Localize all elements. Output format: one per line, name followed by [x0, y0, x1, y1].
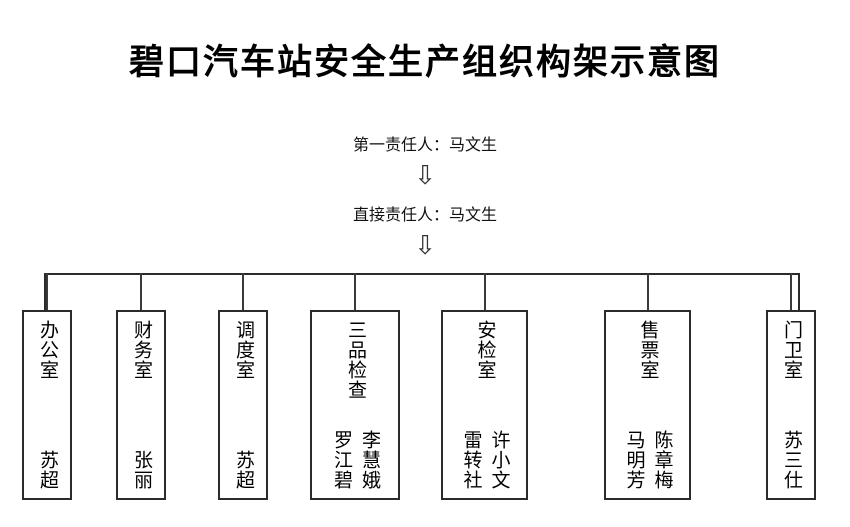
connector-drop-2: [140, 273, 142, 311]
department-box-6[interactable]: 售票室陈章梅马明芳: [604, 310, 691, 500]
connector-left-end: [44, 273, 46, 311]
connector-drop-6: [646, 273, 649, 311]
department-name: 门卫室: [768, 320, 814, 380]
staff-name: 苏三仕: [780, 430, 803, 490]
staff-name: 李慧娥: [358, 430, 381, 490]
department-name-text: 办公室: [36, 320, 59, 380]
staff-name: 苏超: [36, 450, 59, 490]
connector-right-end: [798, 273, 800, 311]
staff-name: 苏超: [232, 450, 255, 490]
department-box-3[interactable]: 调度室苏超: [218, 310, 268, 500]
department-name-text: 三品检查: [344, 320, 367, 400]
connector-drop-7: [790, 273, 792, 311]
department-box-4[interactable]: 三品检查李慧娥罗江碧: [310, 310, 400, 500]
department-box-7[interactable]: 门卫室苏三仕: [766, 310, 816, 500]
department-name-text: 安检室: [474, 320, 497, 380]
staff-list: 陈章梅马明芳: [606, 430, 689, 490]
department-name: 调度室: [220, 320, 266, 380]
department-name: 办公室: [24, 320, 70, 380]
staff-list: 李慧娥罗江碧: [312, 430, 398, 490]
connector-drop-1: [46, 273, 48, 311]
staff-list: 苏超: [220, 450, 266, 490]
arrow-down-icon: ⇩: [414, 231, 436, 261]
staff-list: 张丽: [118, 450, 164, 490]
department-name: 财务室: [118, 320, 164, 380]
department-name: 安检室: [443, 320, 526, 380]
department-name-text: 财务室: [130, 320, 153, 380]
department-name-text: 售票室: [637, 320, 660, 380]
staff-name: 马明芳: [623, 430, 646, 490]
connector-drop-4: [354, 273, 356, 311]
staff-list: 许小文雷转社: [443, 430, 526, 490]
department-box-2[interactable]: 财务室张丽: [116, 310, 166, 500]
staff-name: 罗江碧: [331, 430, 353, 490]
department-box-1[interactable]: 办公室苏超: [22, 310, 72, 500]
staff-list: 苏三仕: [768, 430, 814, 490]
page-title: 碧口汽车站安全生产组织构架示意图: [128, 43, 721, 83]
connector-drop-5: [483, 273, 486, 311]
staff-name: 许小文: [488, 430, 511, 490]
department-name: 三品检查: [312, 320, 398, 400]
first-responsible-person: 第一责任人：马文生: [352, 135, 497, 154]
department-name: 售票室: [606, 320, 689, 380]
staff-name: 张丽: [130, 450, 153, 490]
staff-list: 苏超: [24, 450, 70, 490]
department-name-text: 门卫室: [780, 320, 803, 380]
department-box-5[interactable]: 安检室许小文雷转社: [441, 310, 528, 500]
department-name-text: 调度室: [232, 320, 255, 380]
staff-name: 雷转社: [460, 430, 483, 490]
connector-horizontal-bus: [44, 273, 800, 275]
direct-responsible-person: 直接责任人：马文生: [352, 205, 497, 224]
connector-drop-3: [242, 273, 244, 311]
staff-name: 陈章梅: [651, 430, 674, 490]
arrow-down-icon: ⇩: [414, 161, 436, 191]
